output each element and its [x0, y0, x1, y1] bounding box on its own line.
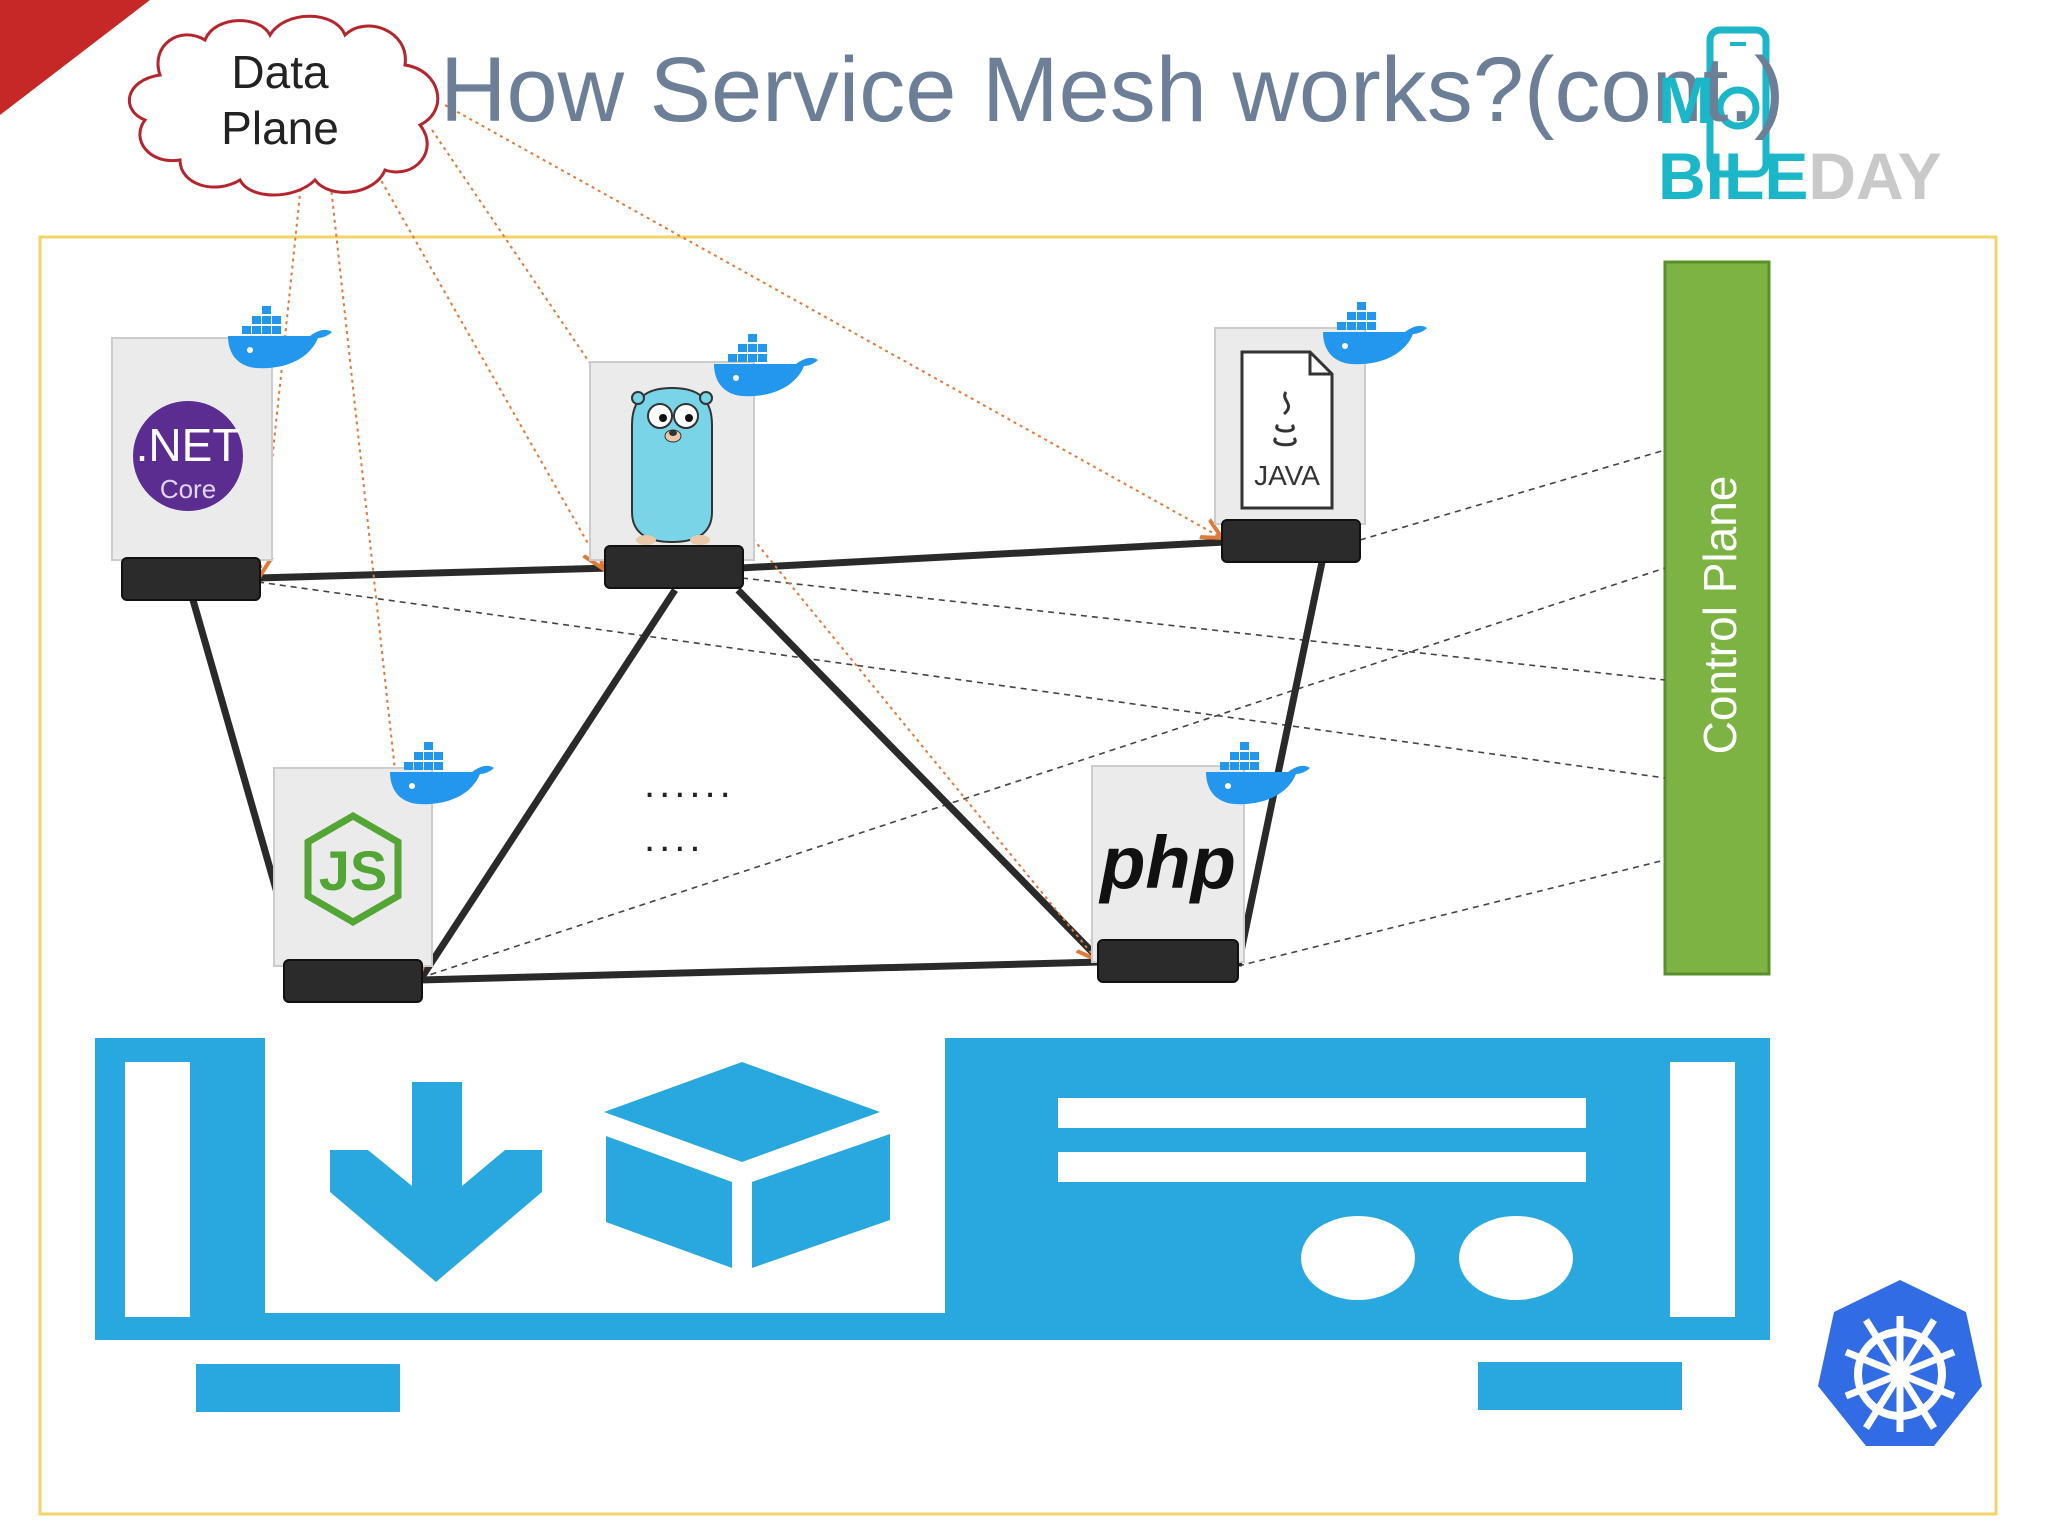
mobileday-logo: MBILEDAY	[1658, 62, 2048, 214]
ellipsis-dots-2: ....	[644, 816, 705, 860]
nodejs-hexagon-icon	[304, 811, 402, 927]
mobileday-phone-icon	[1706, 26, 1770, 178]
data-plane-label: Data Plane	[150, 44, 410, 156]
sidecar-proxy-nodejs	[283, 959, 423, 1003]
sidecar-proxy-dotnet	[121, 557, 261, 601]
gopher-icon	[631, 386, 713, 545]
control-plane-bar	[1663, 260, 1771, 976]
dotnet-core-text: Core	[159, 474, 217, 504]
sidecar-proxies	[121, 519, 1361, 1003]
docker-icon	[714, 334, 818, 397]
php-logo-text: php	[1100, 821, 1236, 904]
kubernetes-logo-icon	[1818, 1280, 1982, 1446]
logo-part1: M	[1658, 63, 1713, 137]
docker-icon	[390, 742, 494, 805]
ellipsis-dots-1: ......	[644, 762, 735, 806]
corner-accent	[0, 0, 150, 115]
control-plane-connections	[257, 449, 1666, 979]
service-tile-go	[589, 361, 755, 561]
dotnet-logo-text: .NET	[135, 419, 241, 471]
docker-icon	[228, 306, 332, 369]
docker-icon	[1323, 302, 1427, 365]
dotnet-logo-icon	[133, 401, 243, 511]
logo-part2: BILE	[1658, 139, 1809, 213]
control-plane-text: Control Plane	[1694, 475, 1746, 755]
docker-icon	[1206, 742, 1310, 805]
content-frame	[38, 235, 1998, 1516]
nodejs-logo-text: JS	[318, 839, 388, 902]
download-arrow-icon	[330, 1082, 542, 1282]
sidecar-proxy-java	[1221, 519, 1361, 563]
data-plane-cloud	[127, 14, 440, 197]
logo-part3: DAY	[1808, 139, 1942, 213]
data-plane-label-line1: Data	[231, 46, 329, 98]
java-cup-icon	[1273, 391, 1297, 447]
java-logo-text: JAVA	[1254, 460, 1320, 491]
server-illustration	[95, 1038, 1770, 1412]
sidecar-proxy-php	[1097, 939, 1239, 983]
service-tile-nodejs	[273, 767, 433, 967]
sidecar-proxy-go	[604, 545, 744, 589]
box-icon	[604, 1062, 880, 1162]
page-title: How Service Mesh works?(cont.)	[440, 39, 1785, 141]
data-plane-label-line2: Plane	[221, 102, 339, 154]
